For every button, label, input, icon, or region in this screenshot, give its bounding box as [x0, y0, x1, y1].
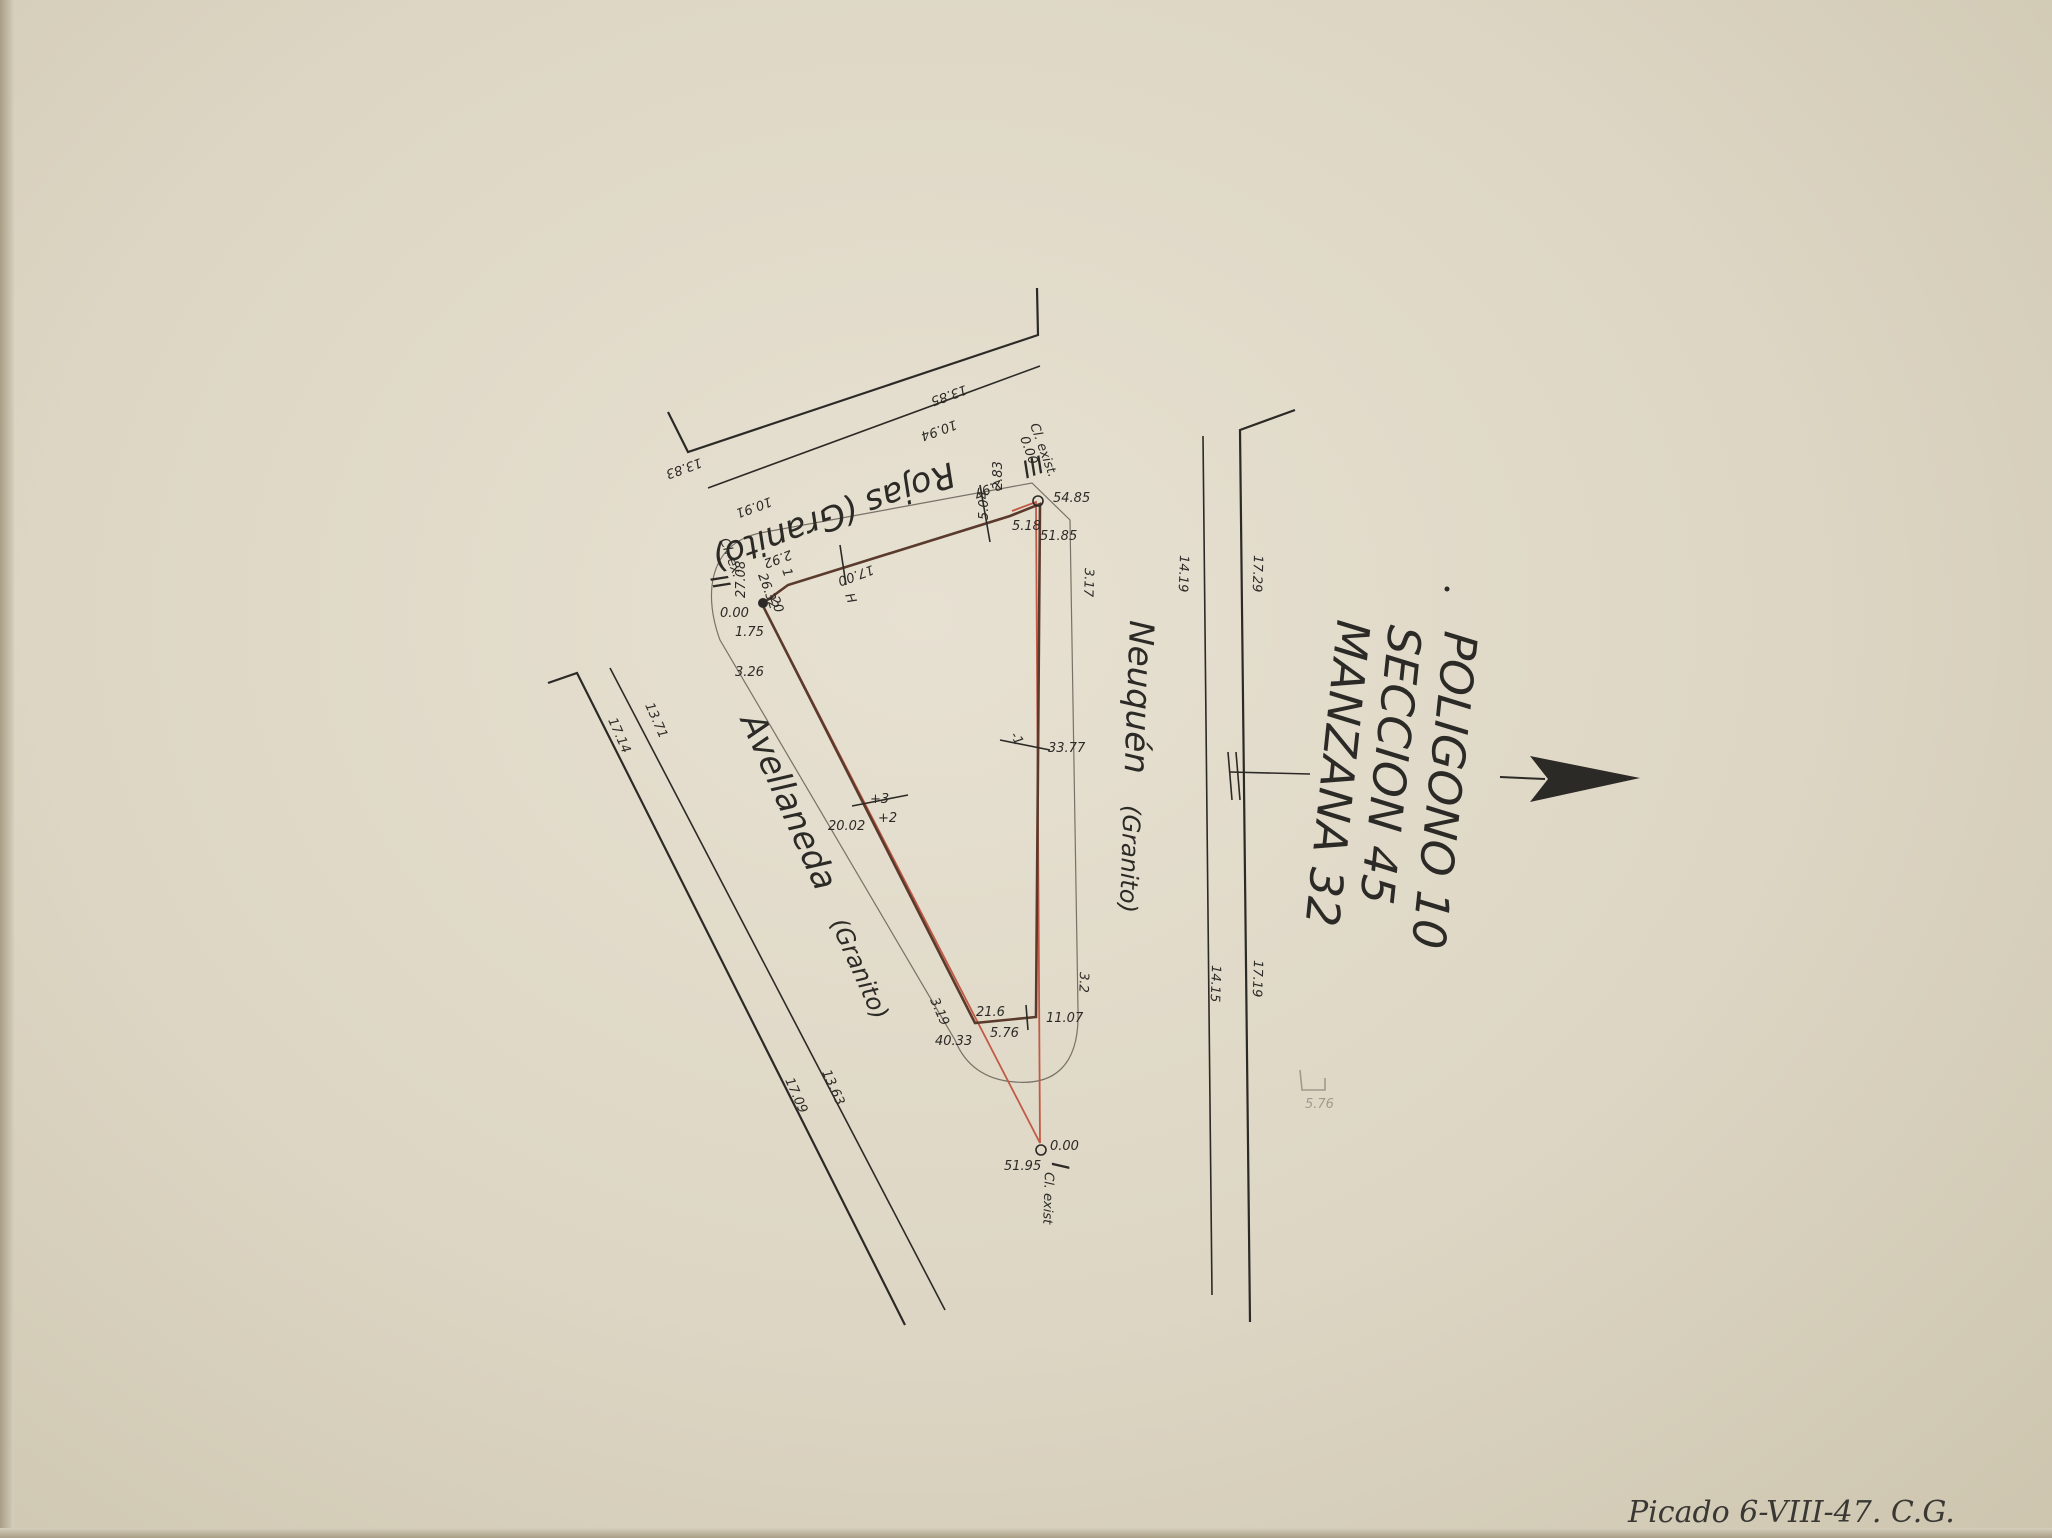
- bottom-21-6: 21.6: [976, 1005, 1005, 1020]
- right-317: 3.17: [1080, 568, 1096, 598]
- bottom-11-07: 11.07: [1046, 1011, 1084, 1026]
- point-ii-zero: 0.00: [720, 606, 749, 621]
- bottom-5-76: 5.76: [990, 1026, 1019, 1041]
- tick-bottom: [1025, 1004, 1029, 1031]
- north-arrow-icon: [1499, 756, 1640, 802]
- tick-top-right: [979, 484, 991, 543]
- title-block: POLIGONO 10 SECCION 45 MANZANA 32: [1294, 618, 1487, 952]
- avellaneda-street-lines: [547, 667, 946, 1326]
- diag-plus3: +3: [870, 792, 889, 807]
- paper-edge-left: [0, 0, 14, 1538]
- bottom-40-33: 40.33: [935, 1034, 972, 1049]
- mid-33-77: 33.77: [1048, 741, 1086, 756]
- point-iii: [1032, 495, 1044, 507]
- tick-top-mid: [839, 544, 847, 586]
- faint-pencil-sketch: 5.76: [1299, 1069, 1334, 1112]
- rojas-street-lines: [667, 287, 1041, 489]
- point-i: [1035, 1144, 1047, 1156]
- point-ii-value: 27.08: [734, 561, 749, 598]
- point-i-roman: I: [1046, 1162, 1074, 1170]
- street-name-neuquen: Neuquén (Granito): [1114, 620, 1161, 914]
- avellaneda-top-inner: 13.71: [641, 701, 670, 741]
- title-dot: [1444, 586, 1450, 592]
- point-iii-value: 54.85: [1053, 491, 1090, 506]
- rojas-outer-left: 13.83: [664, 454, 704, 481]
- diag-plus2: +2: [878, 811, 897, 826]
- right-32: 3.2: [1075, 972, 1091, 993]
- corner-20: 20: [766, 594, 786, 615]
- avellaneda-bottom-outer: 17.09: [781, 1076, 810, 1116]
- avellaneda-bottom-inner: 13.63: [818, 1068, 847, 1108]
- rojas-inner-left: 10.91: [734, 493, 774, 520]
- top-mid-h: H: [841, 591, 859, 606]
- lot-outline: [760, 502, 1042, 1025]
- neuquen-right-bottom: 17.19: [1249, 960, 1265, 998]
- paper-edge-bottom: [0, 1528, 2052, 1538]
- signature: Picado 6-VIII-47. C.G.: [1627, 1495, 1955, 1530]
- neuquen-left-bottom: 14.15: [1207, 965, 1223, 1003]
- svg-text:(Granito): (Granito): [825, 914, 894, 1024]
- corner-51-85: 51.85: [1040, 529, 1077, 544]
- point-i-note: Cl. exist: [1039, 1172, 1056, 1226]
- top-right-a: 2.83: [991, 461, 1006, 490]
- neuquen-left-top: 14.19: [1175, 555, 1191, 593]
- neuquen-street-lines: [1202, 408, 1311, 1323]
- tick-mid-right: [999, 739, 1051, 751]
- point-ii: [758, 598, 768, 608]
- top-right-b: 5.04: [977, 491, 992, 520]
- point-i-right: 0.00: [1050, 1139, 1079, 1154]
- left-326: 3.26: [735, 665, 764, 680]
- left-175: 1.75: [735, 625, 764, 640]
- bottom-319: 3.19: [926, 996, 951, 1029]
- street-name-avellaneda: Avellaneda (Granito): [731, 706, 894, 1024]
- survey-plot: [710, 482, 1079, 1156]
- offset-boundary: [710, 482, 1079, 1083]
- svg-text:Neuquén: Neuquén: [1116, 620, 1161, 775]
- svg-text:5.76: 5.76: [1305, 1097, 1334, 1112]
- corner-1: 1: [778, 566, 795, 579]
- rojas-outer-right: 13.85: [929, 381, 969, 408]
- top-right-c: 5.18: [1012, 519, 1041, 534]
- rojas-inner-right: 10.94: [919, 416, 959, 443]
- svg-text:(Granito): (Granito): [1114, 805, 1146, 914]
- tick-diagonal: [851, 794, 909, 807]
- point-i-left: 51.95: [1004, 1159, 1041, 1174]
- diag-20-02: 20.02: [828, 819, 865, 834]
- neuquen-right-top: 17.29: [1249, 555, 1265, 593]
